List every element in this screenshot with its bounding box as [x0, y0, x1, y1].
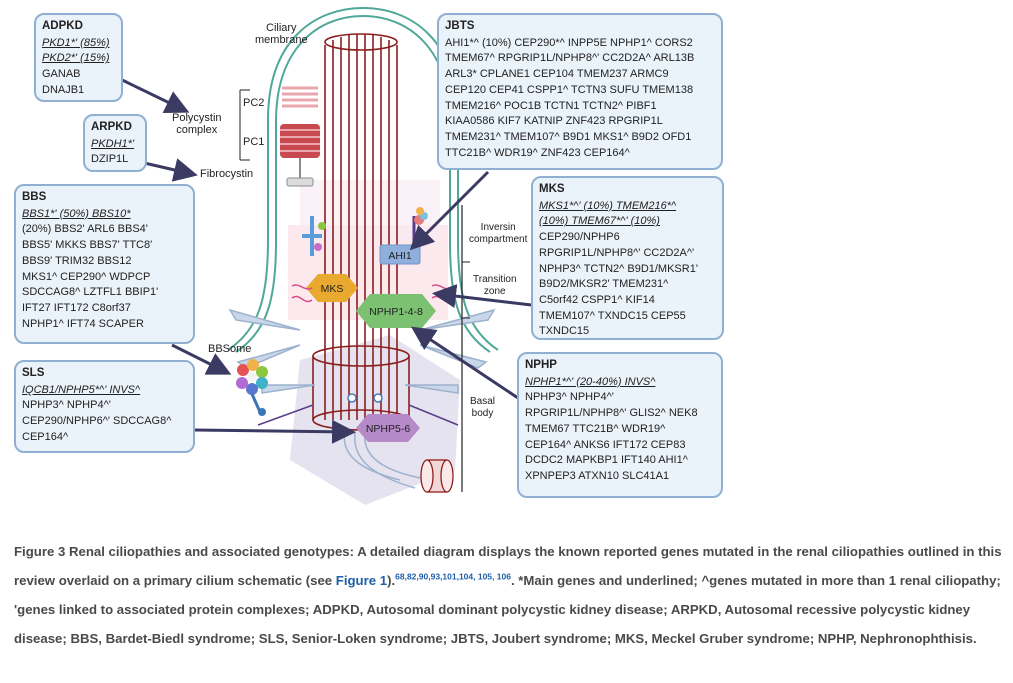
mks-gene-line: (10%) TMEM67*^' (10%)	[539, 215, 660, 228]
nphp-gene-line: XPNPEP3 ATXN10 SLC41A1	[525, 469, 670, 482]
polycystin-complex-label: Polycystin complex	[172, 112, 222, 136]
nphp-box: NPHP NPHP1*^' (20-40%) INVS^ NPHP3^ NPHP…	[517, 352, 723, 498]
jbts-gene-line: TTC21B^ WDR19^ ZNF423 CEP164^	[445, 146, 630, 159]
ciliary-membrane-inner	[235, 14, 491, 353]
nphp-gene-line: TMEM67 TTC21B^ WDR19^	[525, 422, 666, 435]
bbs-gene-line: IFT27 IFT172 C8orf37	[22, 301, 131, 314]
jbts-gene-line: AHI1*^ (10%) CEP290*^ INPP5E NPHP1^ CORS…	[445, 36, 693, 49]
adpkd-box: ADPKD PKD1*' (85%) PKD2*' (15%) GANAB DN…	[34, 13, 123, 102]
nphp-gene-line: NPHP1*^' (20-40%) INVS^	[525, 375, 656, 388]
nphp-gene-line: RPGRIP1L/NPHP8^' GLIS2^ NEK8	[525, 407, 698, 420]
adpkd-gene-line: DNAJB1	[42, 83, 85, 96]
basal-fibres	[257, 393, 459, 426]
fibrocystin-label: Fibrocystin	[200, 168, 254, 180]
bbs-gene-line: BBS5' MKKS BBS7' TTC8'	[22, 239, 153, 252]
inversin-proteins	[302, 207, 428, 256]
sls-gene-line: IQCB1/NPHP5*^' INVS^	[22, 383, 141, 396]
bbs-box: BBS BBS1*' (50%) BBS10* (20%) BBS2' ARL6…	[14, 184, 195, 344]
nphp-gene-line: CEP164^ ANKS6 IFT172 CEP83	[525, 438, 686, 451]
polycystin-complex	[280, 86, 320, 187]
mks-title: MKS	[539, 183, 565, 195]
mks-gene-line: CEP290/NPHP6	[539, 231, 620, 244]
mks-complex: MKS	[306, 274, 358, 302]
inversin-compartment-label: Inversin compartment	[469, 222, 528, 245]
adpkd-gene-line: PKD1*' (85%)	[42, 36, 110, 49]
sls-box: SLS IQCB1/NPHP5*^' INVS^ NPHP3^ NPHP4^' …	[14, 360, 195, 453]
sls-title: SLS	[22, 367, 45, 379]
transition-zone-label: Transition zone	[473, 274, 517, 297]
mks-gene-line: RPGRIP1L/NPHP8^' CC2D2A^'	[539, 246, 695, 259]
nphp148-complex: NPHP1-4-8	[356, 294, 436, 328]
nphp-title: NPHP	[525, 359, 557, 371]
caption-tail: . *Main genes and underlined; ^genes mut…	[14, 573, 1001, 646]
figure-caption: Figure 3 Renal ciliopathies and associat…	[14, 537, 1004, 653]
sls-gene-line: CEP164^	[22, 430, 69, 443]
adpkd-title: ADPKD	[42, 20, 83, 32]
nphp148-complex-label: NPHP1-4-8	[369, 306, 423, 318]
jbts-gene-line: KIAA0586 KIF7 KATNIP ZNF423 RPGRIP1L	[445, 115, 663, 128]
pc2-label: PC2	[243, 97, 265, 109]
caption-close: ).	[387, 573, 396, 588]
bbsome-label: BBSome	[208, 343, 252, 355]
jbts-gene-line: CEP120 CEP41 CSPP1^ TCTN3 SUFU TMEM138	[445, 83, 694, 96]
reference-links[interactable]: 68,82,90,93,101,104, 105, 106	[395, 571, 511, 582]
nphp56-complex: NPHP5-6	[356, 414, 420, 442]
nphp-gene-line: DCDC2 MAPKBP1 IFT140 AHI1^	[525, 454, 688, 467]
arrows	[117, 76, 541, 444]
jbts-box: JBTS AHI1*^ (10%) CEP290*^ INPP5E NPHP1^…	[437, 13, 723, 170]
bbs-gene-line: NPHP1^ IFT74 SCAPER	[22, 317, 144, 330]
axoneme	[324, 34, 398, 420]
cilium-schematic: MKS NPHP1-4-8 NPHP5-6 AHI1	[117, 6, 541, 505]
mks-gene-line: TXNDC15	[539, 325, 590, 338]
mks-complex-label: MKS	[321, 283, 344, 295]
basal-body-label: Basal body	[470, 396, 496, 419]
bbs-gene-line: BBS9' TRIM32 BBS12	[22, 254, 132, 267]
sls-gene-line: NPHP3^ NPHP4^'	[22, 399, 111, 412]
axoneme-top-ring	[324, 33, 398, 51]
arpkd-gene-line: DZIP1L	[91, 153, 129, 166]
jbts-gene-line: TMEM216^ POC1B TCTN1 TCTN2^ PIBF1	[445, 99, 657, 112]
bbs-gene-line: BBS1*' (50%) BBS10*	[22, 207, 131, 220]
mks-gene-line: NPHP3^ TCTN2^ B9D1/MKSR1'	[539, 262, 698, 275]
adpkd-gene-line: PKD2*' (15%)	[42, 52, 110, 65]
bbs-gene-line: MKS1^ CEP290^ WDPCP	[22, 270, 151, 283]
pc1-label: PC1	[243, 136, 265, 148]
bbs-title: BBS	[22, 191, 47, 203]
ahi1-complex-label: AHI1	[388, 250, 412, 262]
arpkd-gene-line: PKDH1*'	[91, 137, 135, 150]
mks-gene-line: TMEM107^ TXNDC15 CEP55	[539, 309, 686, 322]
jbts-gene-line: TMEM231^ TMEM107^ B9D1 MKS1^ B9D2 OFD1	[445, 130, 692, 143]
mks-gene-line: B9D2/MKSR2' TMEM231^	[539, 278, 669, 291]
cilium-figure: MKS NPHP1-4-8 NPHP5-6 AHI1	[14, 6, 724, 505]
nphp56-complex-label: NPHP5-6	[366, 423, 411, 435]
jbts-gene-line: ARL3* CPLANE1 CEP104 TMEM237 ARMC9	[445, 68, 669, 81]
ciliary-membrane-outer	[227, 6, 499, 351]
mks-gene-line: MKS1*^' (10%) TMEM216*^	[539, 199, 677, 212]
nphp-gene-line: NPHP3^ NPHP4^'	[525, 391, 614, 404]
mks-box: MKS MKS1*^' (10%) TMEM216*^ (10%) TMEM67…	[531, 176, 724, 340]
jbts-gene-line: TMEM67^ RPGRIP1L/NPHP8^' CC2D2A^ ARL13B	[445, 52, 695, 65]
sls-gene-line: CEP290/NPHP6^' SDCCAG8^	[22, 415, 172, 428]
arpkd-title: ARPKD	[91, 121, 132, 133]
caption-lead: Figure 3 Renal ciliopathies and associat…	[14, 544, 1002, 588]
daughter-centriole	[420, 459, 454, 493]
figure-1-link[interactable]: Figure 1	[335, 573, 388, 588]
bbsome-shape	[236, 359, 268, 416]
jbts-title: JBTS	[445, 20, 475, 32]
ahi1-complex: AHI1	[379, 244, 421, 265]
adpkd-gene-line: GANAB	[42, 68, 81, 81]
ciliary-membrane-label: Ciliary membrane	[255, 22, 308, 46]
arpkd-box: ARPKD PKDH1*' DZIP1L	[83, 114, 147, 172]
bbs-gene-line: (20%) BBS2' ARL6 BBS4'	[22, 223, 148, 236]
bbs-gene-line: SDCCAG8^ LZTFL1 BBIP1'	[22, 286, 159, 299]
mks-gene-line: C5orf42 CSPP1^ KIF14	[539, 293, 655, 306]
